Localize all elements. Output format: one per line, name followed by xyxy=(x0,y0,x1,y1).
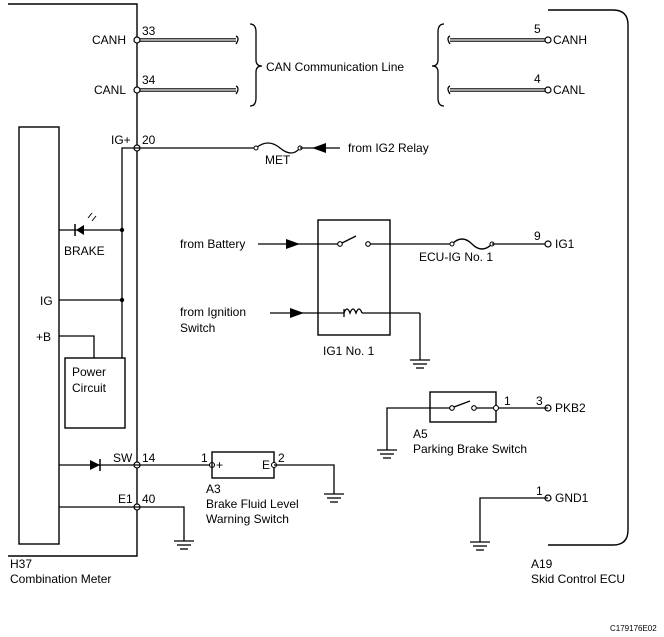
meter-e1-pin: 40 xyxy=(142,492,156,506)
from-battery-label: from Battery xyxy=(180,237,245,251)
battery-arrow-icon xyxy=(286,239,300,249)
meter-igplus-label: IG+ xyxy=(111,133,131,147)
meter-sw-pin: 14 xyxy=(142,451,156,465)
met-fuse-icon xyxy=(255,142,301,154)
combination-meter-block: Power Circuit xyxy=(8,3,138,557)
brake-led-icon xyxy=(74,212,97,236)
meter-igplus-pin: 20 xyxy=(142,133,156,147)
can-brace-left xyxy=(249,23,263,107)
brake-fluid-pin1: 1 xyxy=(201,451,208,465)
brake-fluid-e: E xyxy=(262,458,270,472)
ecu-name-label: Skid Control ECU xyxy=(531,572,625,586)
power-circuit-box xyxy=(64,357,126,429)
power-circuit-label-2: Circuit xyxy=(72,381,107,395)
ig1-relay-label: IG1 No. 1 xyxy=(323,344,375,358)
ecu-pkb2-label: PKB2 xyxy=(555,401,586,415)
ecu-gnd1-label: GND1 xyxy=(555,491,589,505)
brake-fluid-pin2: 2 xyxy=(278,451,285,465)
ecu-canl-label: CANL xyxy=(553,83,585,97)
ecu-ig-label: ECU-IG No. 1 xyxy=(419,250,493,264)
figure-code: C179176E02 xyxy=(610,624,657,633)
ecu-ig1-label: IG1 xyxy=(555,237,575,251)
plus-b-label: +B xyxy=(36,330,51,344)
ecu-ground xyxy=(470,497,548,551)
parking-brake-name: Parking Brake Switch xyxy=(413,442,527,456)
meter-canl-label: CANL xyxy=(94,83,126,97)
met-label: MET xyxy=(265,153,291,167)
parking-brake-pin: 1 xyxy=(504,394,511,408)
can-brace-right xyxy=(431,23,445,107)
ecu-ig1-pin: 9 xyxy=(534,229,541,243)
brake-fluid-plus: + xyxy=(216,458,223,472)
ecu-connector-label: A19 xyxy=(531,557,553,571)
meter-canh-pin: 33 xyxy=(142,24,156,38)
meter-canl-pin: 34 xyxy=(142,73,156,87)
relay-coil-icon xyxy=(343,308,363,315)
ecu-canl-pin: 4 xyxy=(534,72,541,86)
from-ig2-label: from IG2 Relay xyxy=(348,141,429,155)
meter-sw-label: SW xyxy=(113,451,133,465)
skid-control-ecu-block xyxy=(548,9,629,546)
ig2-feed: MET from IG2 Relay xyxy=(137,141,429,167)
meter-ground xyxy=(137,506,194,550)
sw-diode-icon xyxy=(90,460,100,470)
brake-fluid-ground-icon xyxy=(324,493,344,503)
ig-label: IG xyxy=(40,294,53,308)
ignition-arrow-icon xyxy=(290,308,304,318)
meter-name-label: Combination Meter xyxy=(10,572,111,586)
relay-ground-icon xyxy=(410,359,430,369)
can-line-label: CAN Communication Line xyxy=(266,60,404,74)
from-ignition-label-1: from Ignition xyxy=(180,305,246,319)
power-circuit-label-1: Power xyxy=(72,365,106,379)
ecu-ig-fuse-icon xyxy=(451,238,493,250)
from-ignition-label-2: Switch xyxy=(180,321,215,335)
meter-connector-label: H37 xyxy=(10,557,32,571)
meter-e1-label: E1 xyxy=(118,492,133,506)
brake-fluid-name-2: Warning Switch xyxy=(206,512,289,526)
ecu-gnd1-pin: 1 xyxy=(536,484,543,498)
can-lines: CAN Communication Line xyxy=(139,23,546,107)
brake-label: BRAKE xyxy=(64,244,105,258)
ig2-arrow-icon xyxy=(312,143,326,153)
ecu-canh-pin: 5 xyxy=(534,22,541,36)
parking-brake-connector: A5 xyxy=(413,427,428,441)
ecu-pkb2-pin: 3 xyxy=(536,394,543,408)
brake-fluid-switch: 1 + E 2 A3 Brake Fluid Level Warning Swi… xyxy=(137,451,344,526)
meter-canh-label: CANH xyxy=(92,33,126,47)
brake-fluid-connector: A3 xyxy=(206,482,221,496)
ecu-canh-label: CANH xyxy=(553,33,587,47)
parking-brake-switch: 1 A5 Parking Brake Switch xyxy=(377,391,548,459)
ig1-relay: from Battery ECU-IG No. 1 from Ignition … xyxy=(180,219,548,369)
ecu-terminals xyxy=(544,36,552,502)
parking-ground-icon xyxy=(377,449,397,459)
meter-internal-wiring: BRAKE IG +B xyxy=(36,147,137,508)
brake-fluid-name-1: Brake Fluid Level xyxy=(206,497,299,511)
